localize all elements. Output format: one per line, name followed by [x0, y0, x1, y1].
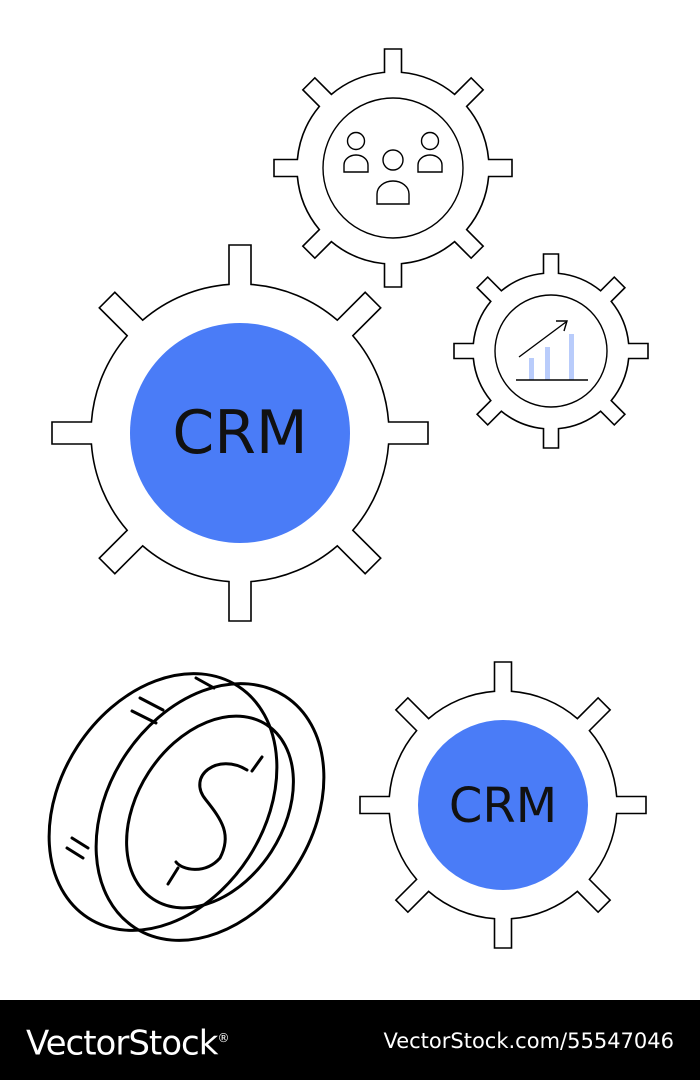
- brand-name: VectorStock: [26, 1023, 218, 1064]
- large-crm-gear: CRM: [51, 244, 429, 622]
- small-crm-gear: CRM: [359, 661, 647, 949]
- small-crm-label: CRM: [449, 778, 557, 834]
- growth-chart-icon: [516, 320, 588, 381]
- large-crm-label: CRM: [172, 398, 307, 468]
- registered-mark: ®: [217, 1031, 229, 1045]
- people-gear: [273, 48, 513, 288]
- chart-gear-inner-ring: [494, 294, 608, 408]
- people-gear-inner-ring: [322, 97, 464, 239]
- dollar-coin-icon: [47, 672, 326, 942]
- crm-illustration: CRM CRM: [47, 48, 649, 949]
- brand-logo: VectorStock®: [26, 1018, 229, 1064]
- team-icon: [343, 131, 443, 205]
- image-id: VectorStock.com/55547046: [383, 1029, 674, 1053]
- gear-icon: [453, 253, 649, 449]
- large-crm-disc: [130, 323, 350, 543]
- gear-icon: [273, 48, 513, 288]
- watermark-bar: VectorStock® VectorStock.com/55547046: [0, 1000, 700, 1080]
- small-crm-disc: [418, 720, 588, 890]
- chart-gear: [453, 253, 649, 449]
